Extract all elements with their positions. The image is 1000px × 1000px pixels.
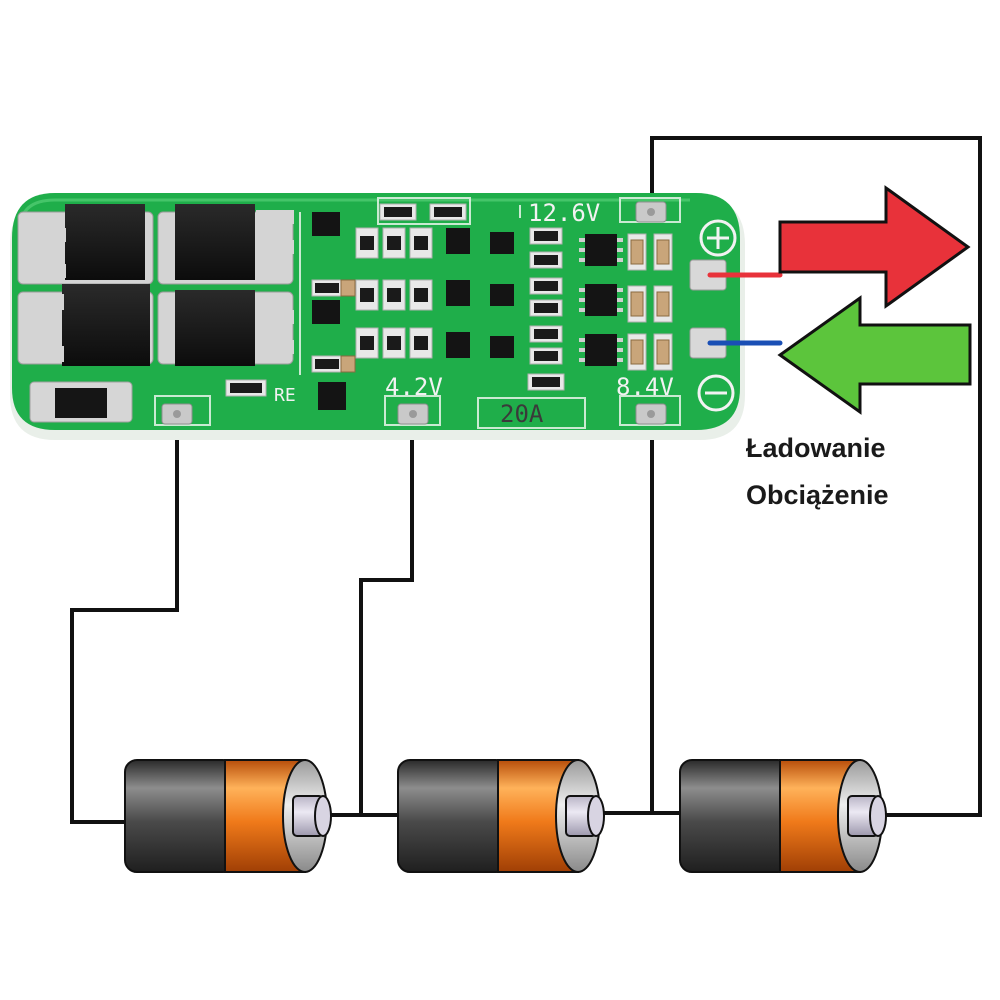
- bms-board: 12.6V 4.2V 8.4V 20A RE: [10, 193, 783, 440]
- shunt-resistor: [29, 381, 133, 423]
- charge-label: Ładowanie: [746, 433, 886, 463]
- polarity-marks: [697, 219, 737, 412]
- battery-pack: [124, 759, 887, 873]
- battery-cell-1: [124, 759, 332, 873]
- voltage-right-label: 8.4V: [616, 373, 674, 401]
- battery-cell-3: [679, 759, 887, 873]
- mosfets: [22, 204, 294, 366]
- voltage-top-label: 12.6V: [528, 199, 600, 227]
- load-arrow-icon: [777, 295, 972, 415]
- re-label: RE: [274, 385, 296, 406]
- minus-mark-icon: [697, 374, 735, 412]
- transistors: [312, 212, 617, 410]
- wire-4v2: [359, 414, 414, 815]
- wire-12v6: [650, 136, 982, 817]
- voltage-mid-label: 4.2V: [385, 373, 443, 401]
- charge-arrow-icon: [778, 185, 971, 309]
- load-label: Obciążenie: [746, 480, 889, 510]
- current-rating-label: 20A: [500, 400, 544, 428]
- battery-cell-2: [397, 759, 605, 873]
- plus-mark-icon: [699, 219, 737, 257]
- wire-b-minus: [70, 414, 179, 824]
- wiring: [70, 136, 982, 824]
